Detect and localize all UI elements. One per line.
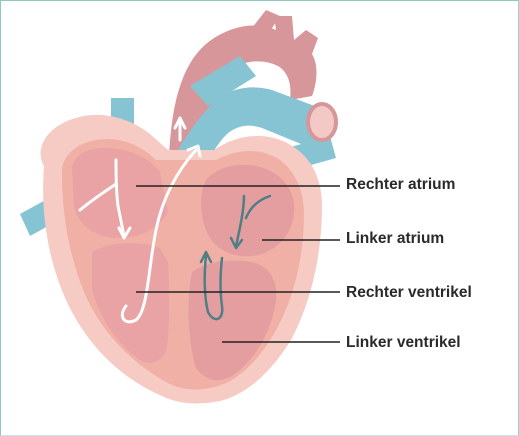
label-right-atrium: Rechter atrium [346,176,455,194]
label-right-ventricle: Rechter ventrikel [346,284,472,302]
label-left-ventricle: Linker ventrikel [346,334,461,352]
left-atrium-chamber [201,165,294,257]
label-left-atrium: Linker atrium [346,230,444,248]
